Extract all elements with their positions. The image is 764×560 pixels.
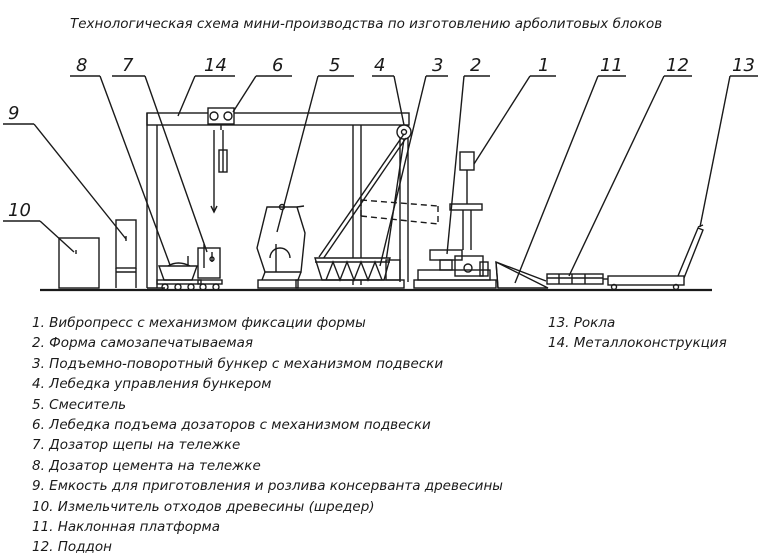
- vibropress: [413, 151, 497, 289]
- pallet-jack: [607, 224, 704, 291]
- legend-item-1: 1. Вибропресс с механизмом фиксации форм…: [32, 315, 366, 331]
- callout-5: 5: [329, 55, 340, 76]
- legend-left: 1. Вибропресс с механизмом фиксации форм…: [32, 313, 503, 558]
- chip-doser-cart: [197, 244, 223, 291]
- callout-11: 11: [600, 55, 623, 76]
- callout-10: 10: [8, 200, 31, 221]
- legend-item-8: 8. Дозатор цемента на тележке: [32, 457, 261, 474]
- callout-leaders: [3, 75, 758, 284]
- mixer: [256, 203, 306, 289]
- callout-12: 12: [666, 55, 689, 76]
- legend-right: 13. Рокла 14. Металлоконструкция: [548, 313, 727, 354]
- legend-item-10: 10. Измельчитель отходов древесины (шред…: [32, 498, 375, 515]
- callout-14: 14: [204, 55, 227, 76]
- inclined-platform: [495, 260, 549, 289]
- dosers-hoist-winch: [207, 107, 235, 214]
- legend-item-11: 11. Наклонная платформа: [32, 519, 220, 536]
- callout-1: 1: [538, 55, 549, 76]
- legend-item-9: 9. Емкость для приготовления и розлива к…: [32, 478, 503, 495]
- callout-13: 13: [732, 55, 755, 76]
- bunker-winch: [384, 124, 412, 269]
- legend-item-12: 12. Поддон: [32, 539, 112, 556]
- callout-3: 3: [432, 55, 443, 76]
- legend-item-3: 3. Подъемно-поворотный бункер с механизм…: [32, 355, 444, 372]
- callout-9: 9: [8, 103, 19, 124]
- callout-6: 6: [272, 55, 283, 76]
- diagram-title: Технологическая схема мини-производства …: [70, 16, 662, 32]
- callout-7: 7: [122, 55, 134, 76]
- cement-doser-cart: [156, 256, 202, 291]
- lift-rotate-bunker: [295, 133, 439, 289]
- legend-item-13: 13. Рокла: [548, 315, 616, 331]
- callout-2: 2: [470, 55, 481, 76]
- legend-item-7: 7. Дозатор щепы на тележке: [32, 437, 241, 454]
- callout-8: 8: [76, 55, 87, 76]
- legend-item-6: 6. Лебедка подъема дозаторов с механизмо…: [32, 417, 431, 434]
- legend-item-5: 5. Смеситель: [32, 396, 127, 413]
- legend-item-4: 4. Лебедка управления бункером: [32, 376, 272, 393]
- legend-item-2: 2. Форма самозапечатываемая: [32, 335, 253, 352]
- wood-shredder: [58, 237, 100, 289]
- legend-item-14: 14. Металлоконструкция: [548, 335, 727, 352]
- callout-4: 4: [374, 55, 385, 76]
- pallet: [546, 273, 612, 285]
